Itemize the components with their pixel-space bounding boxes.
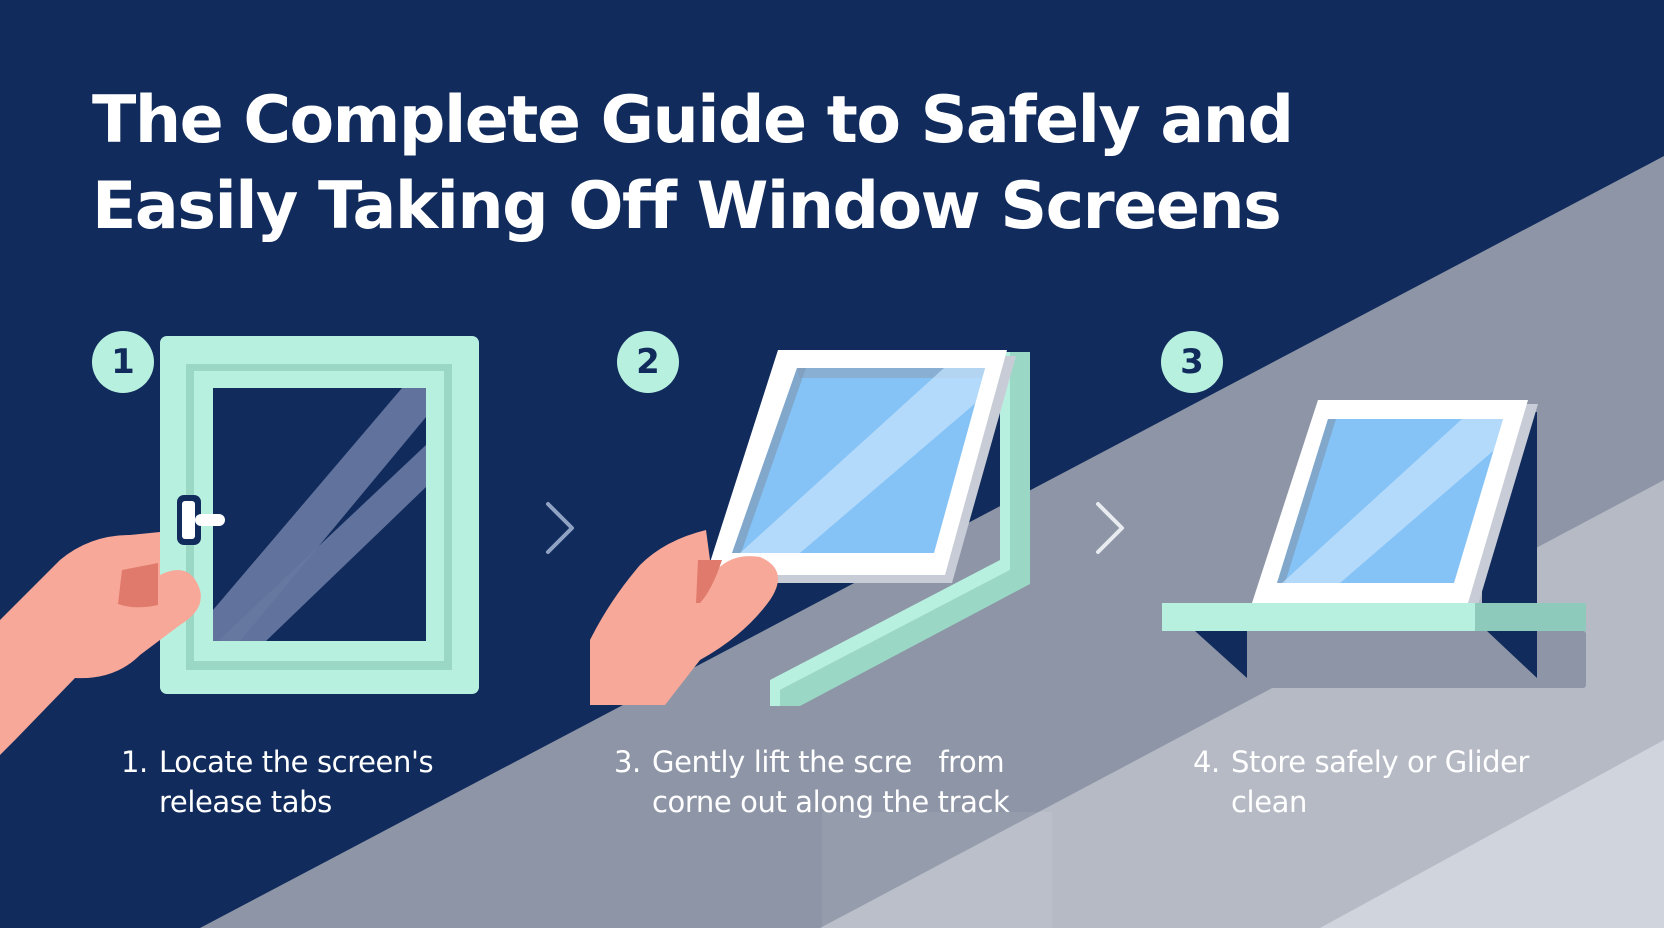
step-1-number: 1. — [121, 745, 148, 779]
step-2-number: 3. — [614, 745, 641, 779]
page-title: The Complete Guide to Safely and Easily … — [92, 78, 1294, 250]
step-1-caption: 1. Locate the screen's release tabs — [121, 742, 434, 822]
title-line-2: Easily Taking Off Window Screens — [92, 169, 1282, 244]
step-3-line-1: Store safely or Glider — [1231, 745, 1530, 779]
step-badge-1: 1 — [92, 331, 154, 393]
step-2-line-1: Gently lift the scre from — [652, 745, 1005, 779]
step-2-line-2: corne out along the track — [652, 785, 1010, 819]
chevron-right-icon — [1096, 502, 1124, 554]
step-3-line-2: clean — [1231, 785, 1307, 819]
step-3-number: 4. — [1193, 745, 1220, 779]
step-2-caption: 3. Gently lift the scre from corne out a… — [614, 742, 1010, 822]
chevron-right-icon — [546, 502, 574, 554]
step-badge-2: 2 — [617, 331, 679, 393]
step-3-caption: 4. Store safely or Glider clean — [1193, 742, 1529, 822]
step-1-line-2: release tabs — [159, 785, 332, 819]
step-badge-3: 3 — [1161, 331, 1223, 393]
title-line-1: The Complete Guide to Safely and — [92, 83, 1294, 158]
step-1-line-1: Locate the screen's — [159, 745, 434, 779]
